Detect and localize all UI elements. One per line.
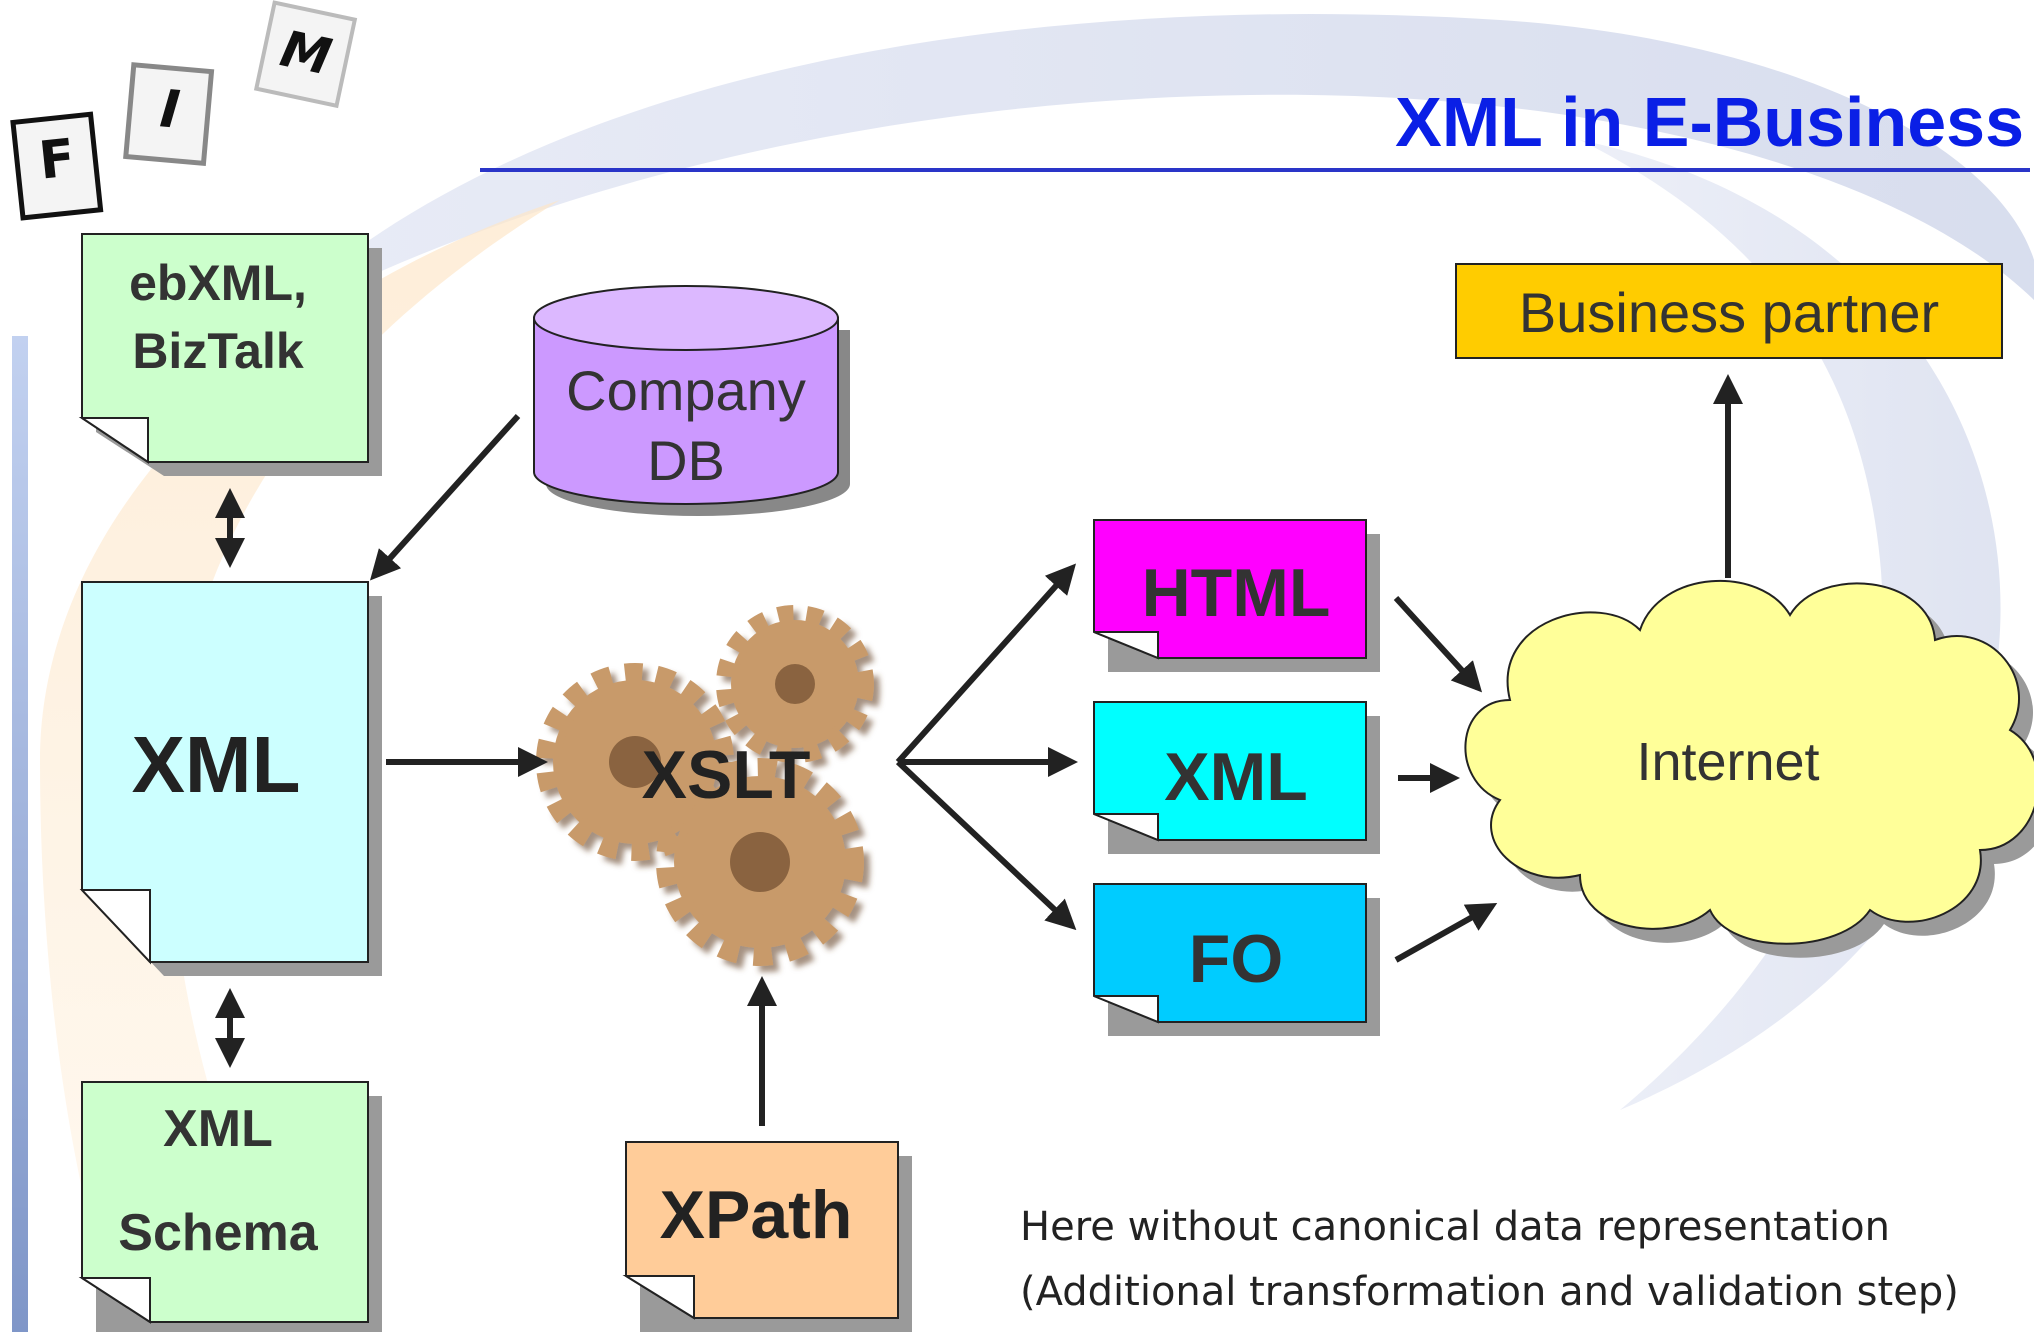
- xml-main-label: XML: [132, 720, 301, 809]
- ebxml-label-line2: BizTalk: [132, 323, 304, 379]
- xml-output-label: XML: [1164, 739, 1308, 815]
- ebxml-label-line1: ebXML,: [129, 255, 307, 311]
- business-partner-label: Business partner: [1519, 281, 1939, 344]
- internet-cloud: Internet: [1464, 579, 2034, 958]
- logo-frames: [10, 0, 358, 221]
- side-accent-bar: [12, 336, 28, 1332]
- fo-output-document: FO: [1093, 883, 1380, 1036]
- gear-icon: [716, 605, 874, 763]
- xpath-label: XPath: [660, 1177, 853, 1253]
- company-db-label-line2: DB: [647, 429, 725, 492]
- arrow-xslt-to-fo: [895, 759, 1077, 931]
- xml-schema-document: XML Schema: [78, 1081, 382, 1332]
- xml-output-document: XML: [1093, 701, 1380, 854]
- title-underline: [480, 168, 2030, 172]
- xml-schema-label-line1: XML: [163, 1100, 273, 1158]
- html-output-document: HTML: [1093, 519, 1380, 672]
- xslt-gears: [536, 605, 874, 966]
- xml-schema-label-line2: Schema: [118, 1204, 319, 1262]
- arrow-db-to-xml: [369, 413, 521, 581]
- arrow-html-to-internet: [1393, 595, 1483, 693]
- company-db-label-line1: Company: [566, 359, 806, 422]
- company-db-cylinder: Company DB: [533, 285, 850, 516]
- html-output-label: HTML: [1142, 555, 1331, 631]
- xml-main-document: XML: [79, 581, 382, 976]
- page-title: XML in E-Business: [1395, 83, 2024, 161]
- fo-output-label: FO: [1189, 921, 1283, 997]
- ebxml-document: ebXML, BizTalk: [78, 233, 382, 476]
- xslt-label: XSLT: [642, 737, 811, 813]
- caption-line2: (Additional transformation and validatio…: [1020, 1269, 1959, 1315]
- business-partner-box: Business partner: [1455, 263, 2003, 359]
- internet-label: Internet: [1636, 732, 1819, 792]
- caption-line1: Here without canonical data representati…: [1020, 1204, 1890, 1250]
- xpath-document: XPath: [622, 1141, 912, 1332]
- caption: Here without canonical data representati…: [1020, 1195, 1959, 1325]
- gear-icon: [656, 758, 864, 966]
- connector-arrows: [215, 374, 1743, 1126]
- arrow-fo-to-internet: [1394, 903, 1498, 963]
- arrow-xslt-to-html: [895, 563, 1077, 765]
